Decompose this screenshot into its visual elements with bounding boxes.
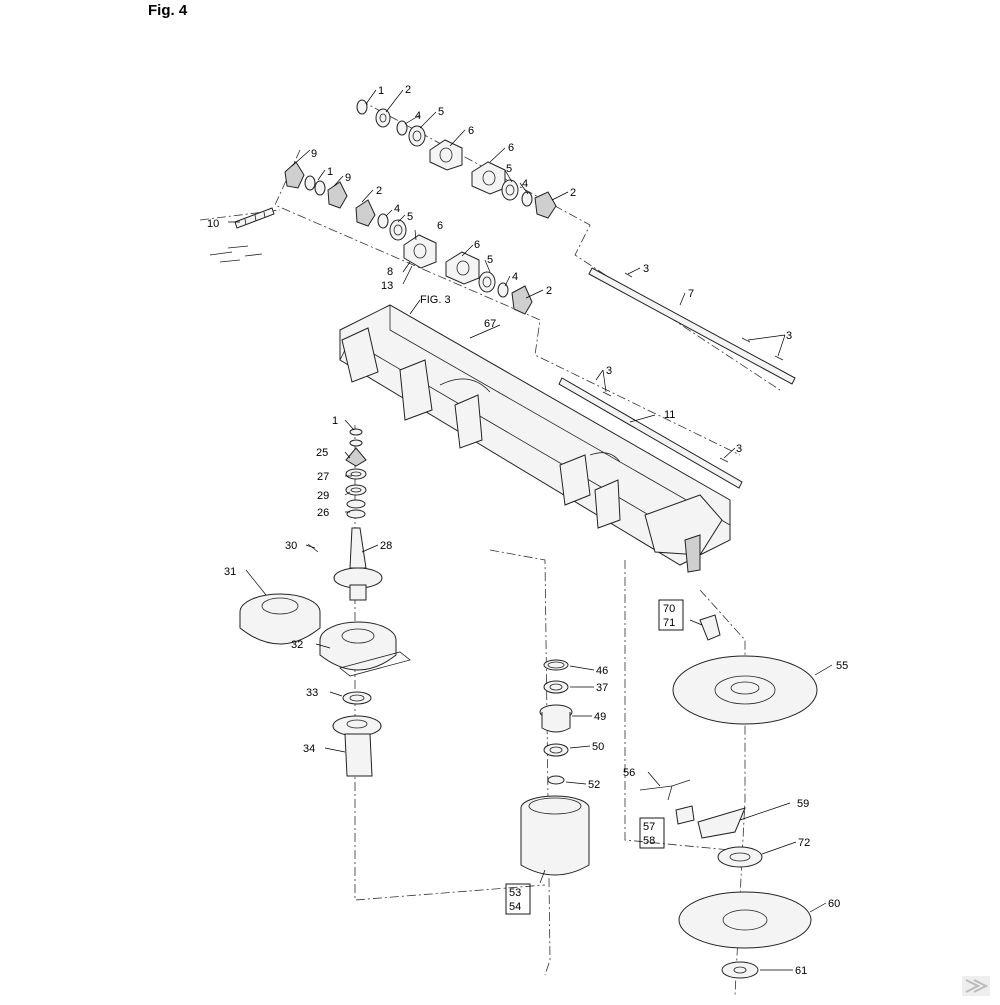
callout-50: 50 xyxy=(592,741,604,753)
callout-29: 29 xyxy=(317,490,329,502)
callout-1: 1 xyxy=(332,415,338,427)
callout-70: 70 xyxy=(663,603,675,615)
callout-71: 71 xyxy=(663,617,675,629)
figure-3-reference: FIG. 3 xyxy=(420,294,451,306)
callout-34: 34 xyxy=(303,743,315,755)
callout-25: 25 xyxy=(316,447,328,459)
callout-2: 2 xyxy=(376,185,382,197)
callout-6: 6 xyxy=(474,239,480,251)
callout-6: 6 xyxy=(468,125,474,137)
callout-3: 3 xyxy=(643,263,649,275)
callout-4: 4 xyxy=(415,110,421,122)
callout-9: 9 xyxy=(345,172,351,184)
callout-28: 28 xyxy=(380,540,392,552)
callout-2: 2 xyxy=(570,187,576,199)
callout-30: 30 xyxy=(285,540,297,552)
upper-gear-row xyxy=(356,99,557,219)
callout-labels: 1 2 4 5 6 6 5 4 2 9 1 9 2 4 5 10 6 6 8 1… xyxy=(207,84,848,977)
callout-3: 3 xyxy=(606,365,612,377)
right-disc-column xyxy=(639,614,818,979)
callout-58: 58 xyxy=(643,835,655,847)
callout-10: 10 xyxy=(207,218,219,230)
callout-4: 4 xyxy=(512,271,518,283)
callout-2: 2 xyxy=(405,84,411,96)
callout-49: 49 xyxy=(594,711,606,723)
callout-11: 11 xyxy=(664,409,675,421)
callout-box-57-58 xyxy=(639,817,665,849)
callout-6: 6 xyxy=(508,142,514,154)
callout-2: 2 xyxy=(546,285,552,297)
main-frame xyxy=(339,304,731,573)
callout-59: 59 xyxy=(797,798,809,810)
left-drive-column xyxy=(239,428,411,777)
callout-1: 1 xyxy=(378,85,384,97)
callout-4: 4 xyxy=(522,178,528,190)
callout-box-53-54 xyxy=(505,883,531,915)
callout-1: 1 xyxy=(327,166,333,178)
callout-26: 26 xyxy=(317,507,329,519)
callout-5: 5 xyxy=(487,254,493,266)
brand-chevron-icon xyxy=(962,976,990,996)
callout-72: 72 xyxy=(798,837,810,849)
callout-61: 61 xyxy=(795,965,807,977)
callout-55: 55 xyxy=(836,660,848,672)
callout-52: 52 xyxy=(588,779,600,791)
shafts xyxy=(558,267,796,489)
callout-37: 37 xyxy=(596,682,608,694)
center-bearing-column xyxy=(520,659,590,876)
callout-13: 13 xyxy=(381,280,393,292)
callout-6: 6 xyxy=(437,220,443,232)
callout-67: 67 xyxy=(484,318,496,330)
figure-title: Fig. 4 xyxy=(148,2,188,19)
drive-chain xyxy=(209,207,275,263)
callout-46: 46 xyxy=(596,665,608,677)
callout-54: 54 xyxy=(509,901,521,913)
callout-53: 53 xyxy=(509,887,521,899)
callout-27: 27 xyxy=(317,471,329,483)
callout-5: 5 xyxy=(407,211,413,223)
callout-33: 33 xyxy=(306,687,318,699)
callout-32: 32 xyxy=(291,639,303,651)
callout-5: 5 xyxy=(438,106,444,118)
callout-5: 5 xyxy=(506,163,512,175)
callout-57: 57 xyxy=(643,821,655,833)
callout-box-70-71 xyxy=(658,599,684,631)
callout-9: 9 xyxy=(311,148,317,160)
callout-3: 3 xyxy=(736,443,742,455)
callout-7: 7 xyxy=(688,288,694,300)
leader-lines xyxy=(228,89,833,971)
callout-4: 4 xyxy=(394,203,400,215)
callout-3: 3 xyxy=(786,330,792,342)
callout-60: 60 xyxy=(828,898,840,910)
callout-56: 56 xyxy=(623,767,635,779)
callout-8: 8 xyxy=(387,266,393,278)
callout-31: 31 xyxy=(224,566,236,578)
